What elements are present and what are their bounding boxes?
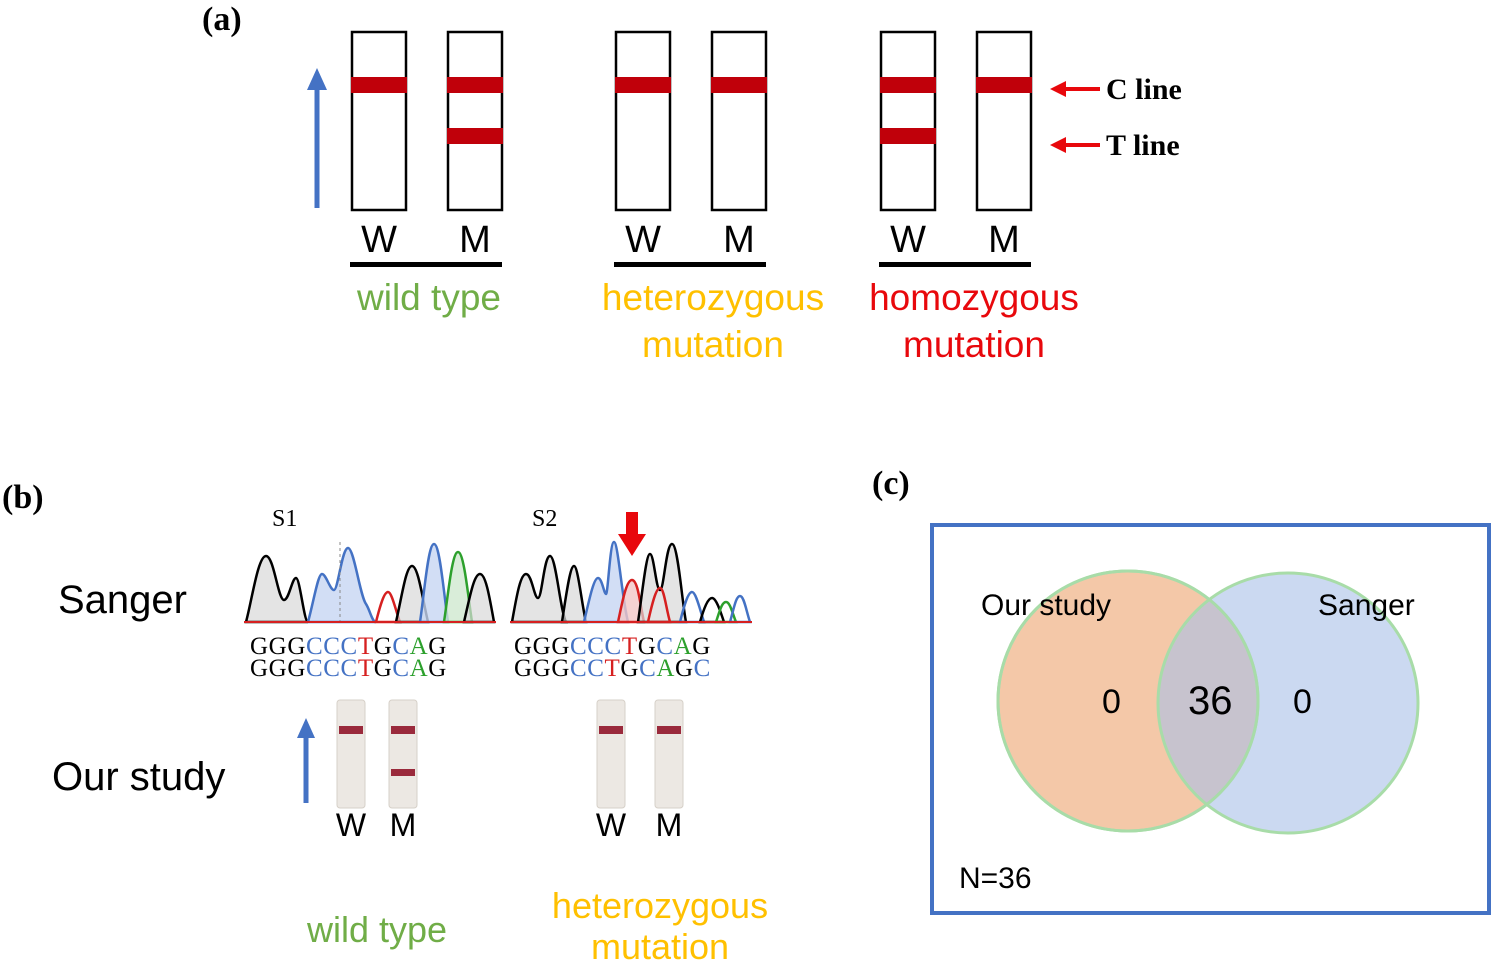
c-line-band	[391, 726, 415, 734]
test-strip	[350, 30, 408, 212]
group-label: mutation	[642, 324, 784, 365]
test-strip	[446, 30, 504, 212]
test-strip	[879, 30, 937, 212]
c-line-band	[447, 77, 503, 93]
strip-letter: M	[656, 807, 683, 843]
test-strip	[614, 30, 672, 212]
test-strip-photo	[336, 699, 366, 809]
c-line-label: C line	[1106, 73, 1182, 106]
arrow-left-icon	[1050, 81, 1066, 97]
strip-letter: W	[596, 807, 627, 843]
t-line-band	[880, 128, 936, 144]
flow-arrow-icon	[297, 718, 315, 803]
strip-letter: M	[988, 219, 1020, 261]
chromatogram-s2: S2 GGGCCCTGCAG GGGCCTGCAGC	[510, 506, 752, 682]
group-underline	[879, 262, 1031, 267]
strip-letter: M	[723, 219, 755, 261]
venn-label-right: Sanger	[1318, 589, 1415, 622]
mutation-arrow-icon	[618, 512, 646, 556]
panel-b-label: (b)	[2, 479, 44, 516]
arrow-left-icon	[1050, 137, 1066, 153]
panel-a-label: (a)	[202, 1, 242, 38]
c-line-band	[599, 726, 623, 734]
t-line-band	[447, 128, 503, 144]
strip-letter: W	[361, 219, 397, 261]
test-strip-photo	[388, 699, 418, 809]
c-line-band	[657, 726, 681, 734]
strip-letter: W	[890, 219, 926, 261]
venn-label-left: Our study	[981, 589, 1111, 622]
group-label: mutation	[903, 324, 1045, 365]
group-label: homozygous	[869, 277, 1079, 318]
test-strip	[710, 30, 768, 212]
sequence-line: GGGCCCTGCAG	[514, 633, 711, 660]
panel-c: (c) Our study Sanger 0 36 0 N=36	[872, 465, 1491, 915]
venn-total: N=36	[959, 862, 1032, 895]
strip-letter: W	[625, 219, 661, 261]
c-line-band	[880, 77, 936, 93]
group-label: heterozygous	[552, 885, 768, 926]
strip-letter: W	[336, 807, 367, 843]
panel-c-label: (c)	[872, 465, 910, 502]
c-line-pointer: C line	[1050, 73, 1182, 106]
test-strip-photo	[596, 699, 626, 809]
sample-id: S1	[272, 506, 297, 532]
c-line-band	[351, 77, 407, 93]
row-label-our-study: Our study	[52, 755, 225, 799]
sequence-line: GGGCCTGCAGC	[514, 655, 711, 682]
flow-arrow-icon	[307, 68, 327, 208]
strip-letter: M	[390, 807, 417, 843]
t-line-label: T line	[1106, 129, 1180, 162]
group-label: wild type	[306, 909, 447, 950]
group-label: mutation	[591, 926, 729, 967]
group-underline	[614, 262, 766, 267]
venn-count-right-only: 0	[1293, 683, 1312, 721]
sequence-line: GGGCCCTGCAG	[250, 655, 447, 682]
venn-count-left-only: 0	[1102, 683, 1121, 721]
strip-letter: M	[459, 219, 491, 261]
test-strip	[975, 30, 1033, 212]
group-label: wild type	[356, 277, 501, 318]
t-line-pointer: T line	[1050, 129, 1180, 162]
chromatogram-s1: S1 GGGCCCTGCAG GGGCCCTGCAG	[244, 506, 496, 682]
c-line-band	[615, 77, 671, 93]
c-line-band	[339, 726, 363, 734]
group-underline	[350, 262, 502, 267]
row-label-sanger: Sanger	[58, 578, 187, 622]
venn-count-both: 36	[1188, 679, 1233, 723]
venn-set-sanger	[1156, 571, 1420, 835]
t-line-band	[391, 769, 415, 776]
c-line-band	[711, 77, 767, 93]
group-label: heterozygous	[602, 277, 824, 318]
sequence-line: GGGCCCTGCAG	[250, 633, 447, 660]
c-line-band	[976, 77, 1032, 93]
panel-b: (b) Sanger Our study S1 GGGCCCTGCAG GGGC…	[2, 479, 768, 967]
test-strip-photo	[654, 699, 684, 809]
sample-id: S2	[532, 506, 557, 532]
